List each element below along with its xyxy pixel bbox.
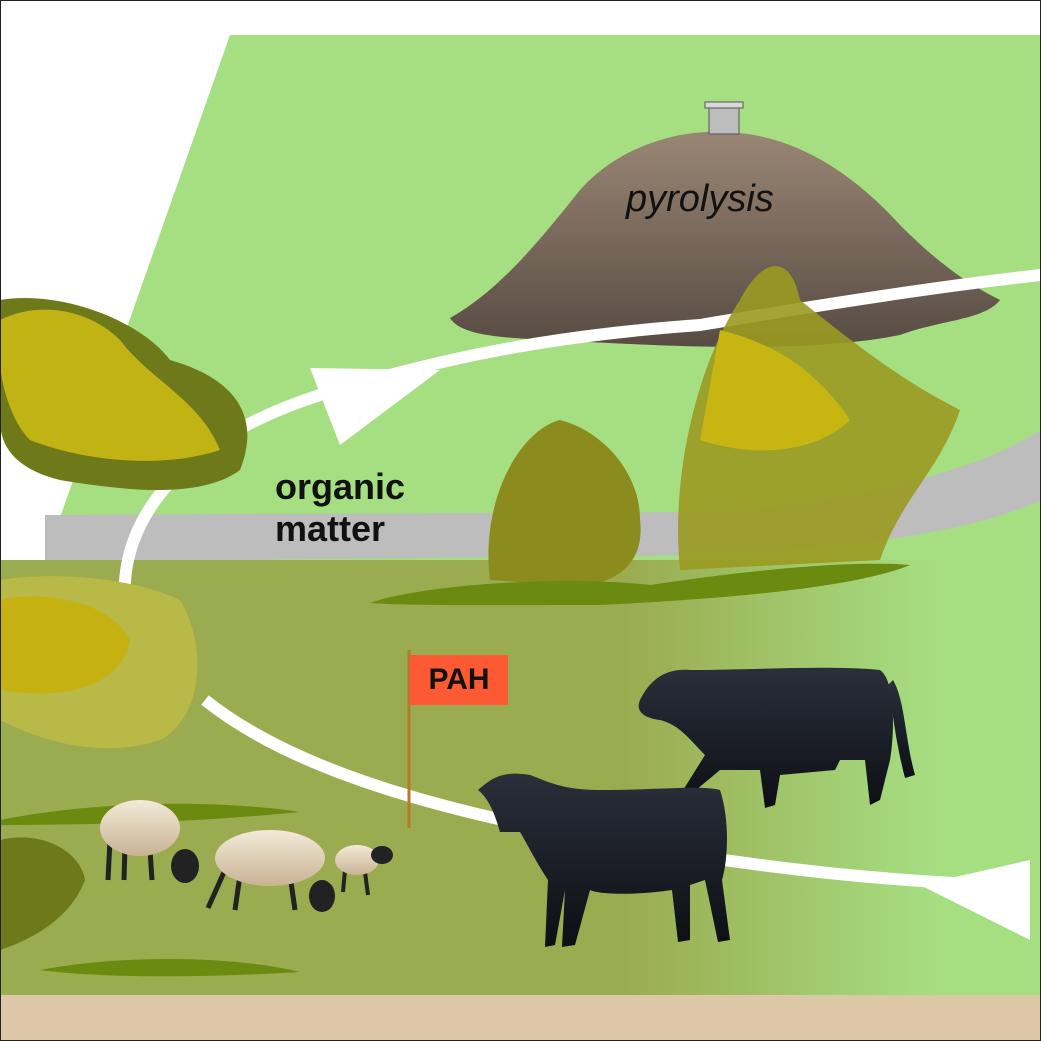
sheep-left xyxy=(100,800,199,883)
pyrolysis-label: pyrolysis xyxy=(626,178,774,220)
cow-front xyxy=(478,773,730,947)
soil-strip xyxy=(0,995,1041,1041)
organic-label-line1: organic xyxy=(275,466,406,507)
chimney xyxy=(708,105,740,135)
cow-back xyxy=(638,667,915,808)
chimney-cap xyxy=(704,101,744,109)
lower-arrowhead xyxy=(920,860,1030,940)
pah-flag: PAH xyxy=(410,655,508,705)
lamb xyxy=(335,845,393,896)
organic-matter-label: organic matter xyxy=(275,466,405,550)
sheep-middle xyxy=(205,830,335,912)
organic-label-line2: matter xyxy=(275,508,386,549)
upper-arrowhead xyxy=(310,368,440,445)
